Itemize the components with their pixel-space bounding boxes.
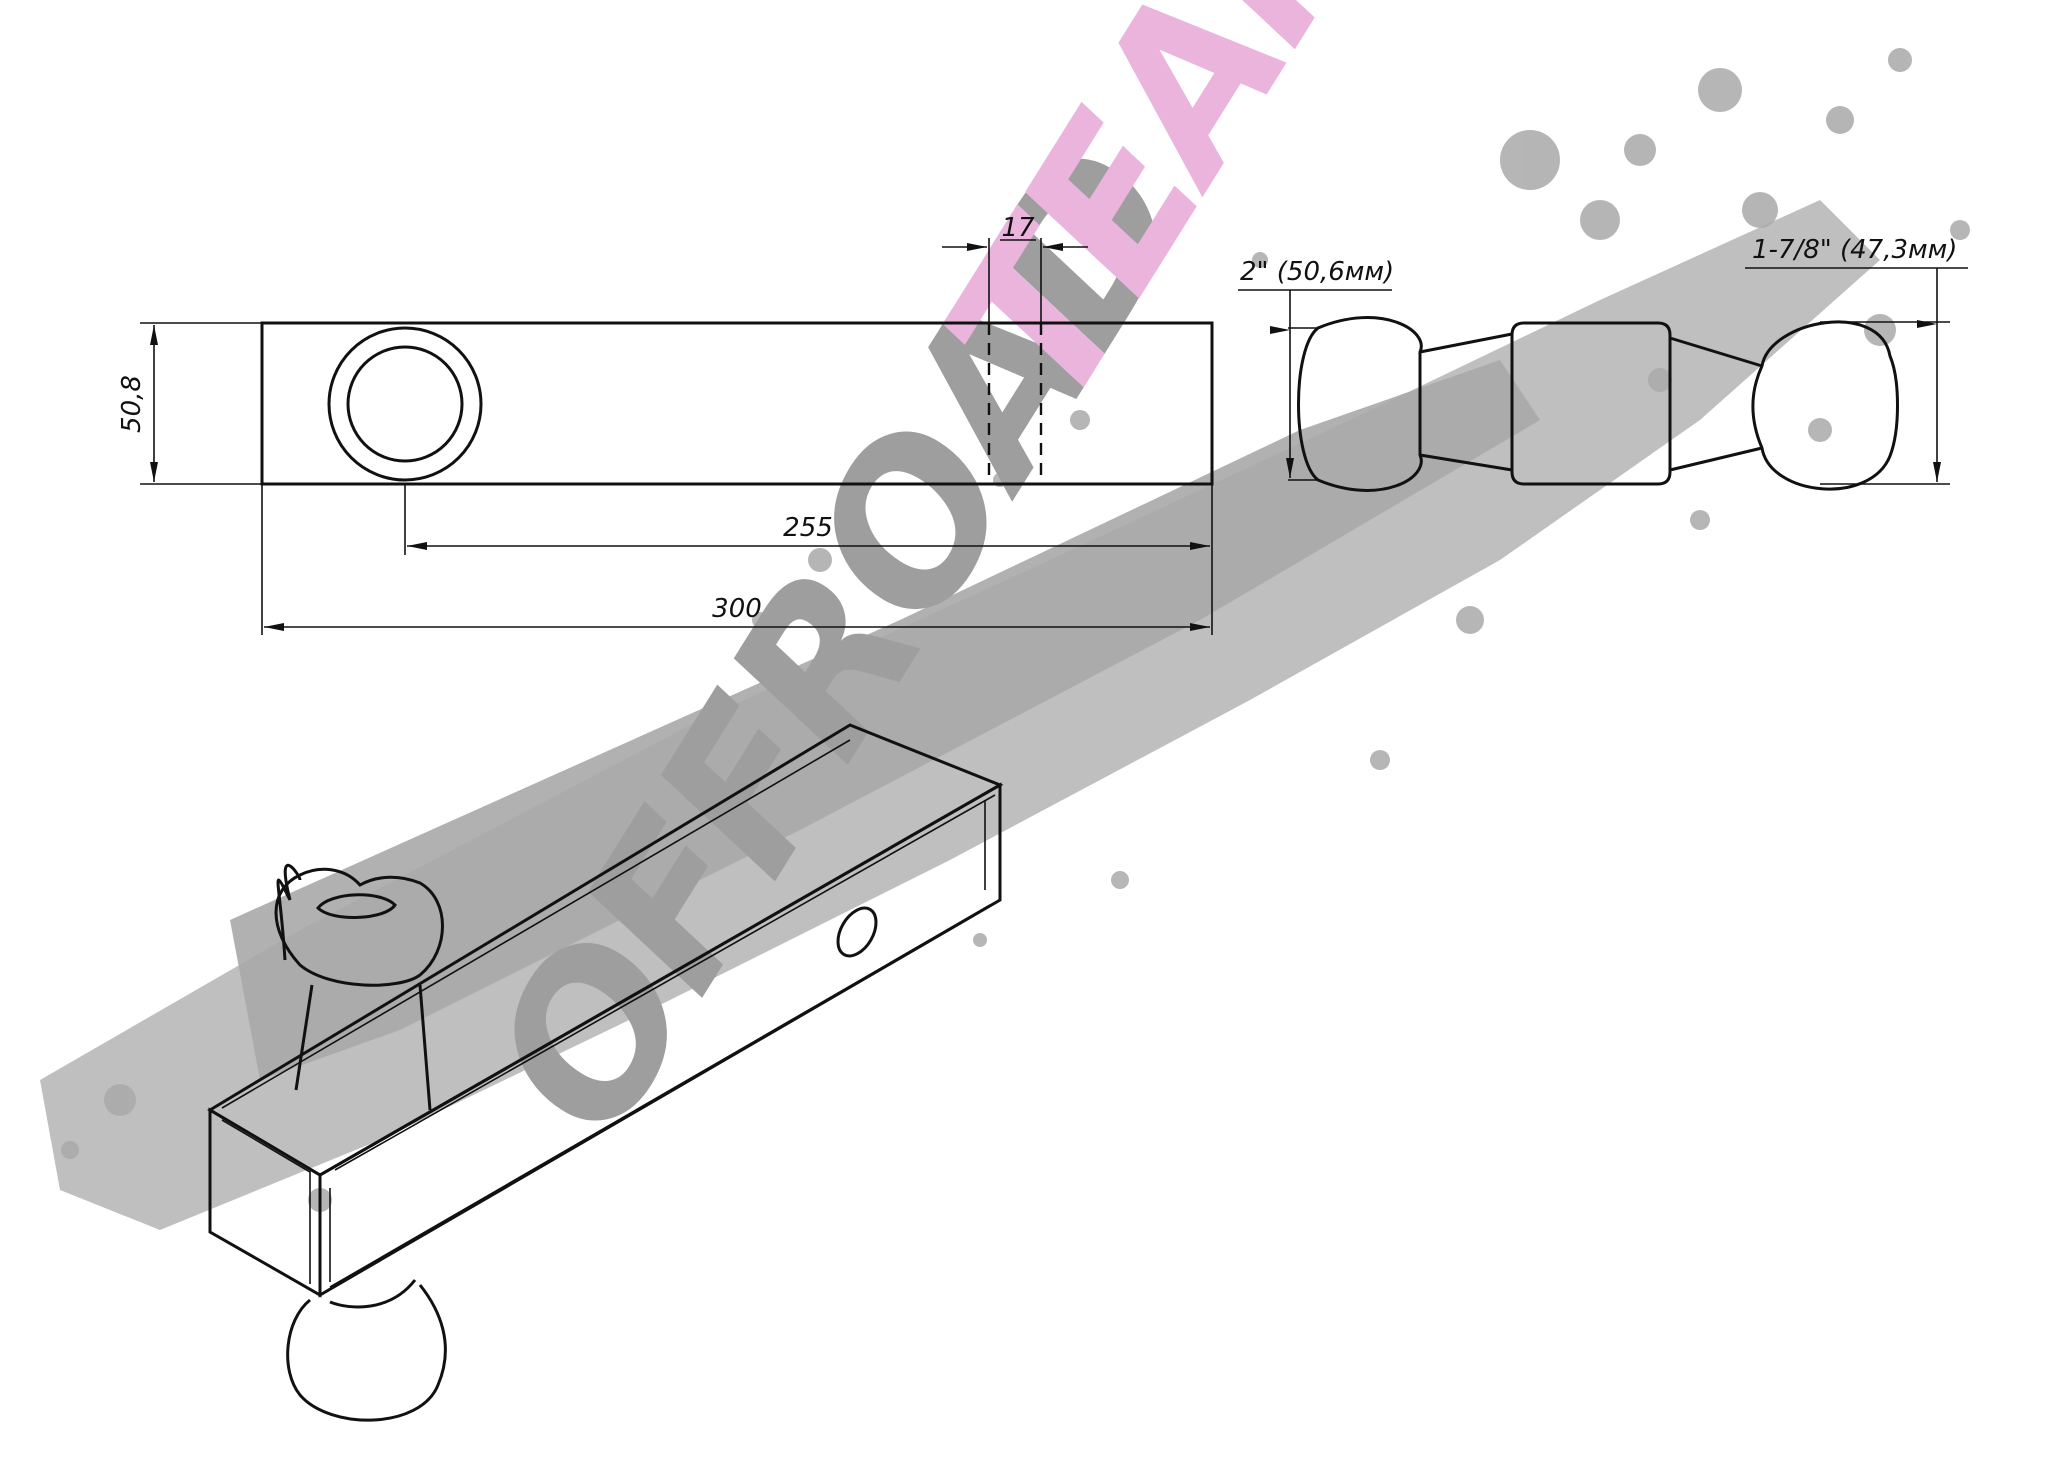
bottom-ball-outline <box>286 1284 447 1422</box>
side-bar-block <box>1510 321 1672 486</box>
dimension-ball-offset: 255 <box>404 484 1213 555</box>
dimension-small-ball: 1-7/8" (47,3мм) <box>1745 235 1968 485</box>
ball-outer-circle <box>327 326 483 482</box>
side-view: 2" (50,6мм) 1-7/8" (47,3мм) <box>1238 235 1968 492</box>
dimension-large-ball-label: 2" (50,6мм) <box>1240 257 1394 287</box>
isometric-view <box>207 723 1004 1422</box>
iso-bar-side-face <box>318 782 1002 1298</box>
top-ball-neck <box>294 984 432 1111</box>
dimension-small-ball-label: 1-7/8" (47,3мм) <box>1752 235 1957 265</box>
iso-bar-bevel-front <box>221 1119 331 1284</box>
large-ball-profile <box>1297 316 1423 492</box>
iso-pin-hole <box>836 906 878 958</box>
iso-bar-edge-lines <box>329 800 991 1288</box>
dimension-large-ball: 2" (50,6мм) <box>1238 257 1394 481</box>
bottom-ball-neck <box>329 1279 417 1309</box>
dimension-height-label: 50,8 <box>117 375 147 433</box>
large-ball-neck <box>1419 332 1513 472</box>
dimension-total-length-label: 300 <box>712 594 762 624</box>
dimension-hole-width: 17 <box>942 213 1088 323</box>
dimension-height: 50,8 <box>117 322 262 485</box>
top-ball-cap <box>316 893 397 919</box>
dimension-total-length: 300 <box>261 484 1213 635</box>
ball-inner-circle <box>346 345 464 463</box>
iso-bar-bevel-top <box>221 739 996 1171</box>
front-view: 50,8 17 255 300 <box>117 213 1214 635</box>
mount-bar-outline <box>260 321 1214 486</box>
dimension-hole-width-label: 17 <box>1001 213 1035 243</box>
dimension-ball-offset-label: 255 <box>783 513 833 543</box>
small-ball-neck <box>1669 336 1763 472</box>
top-ball-outline <box>274 867 444 987</box>
